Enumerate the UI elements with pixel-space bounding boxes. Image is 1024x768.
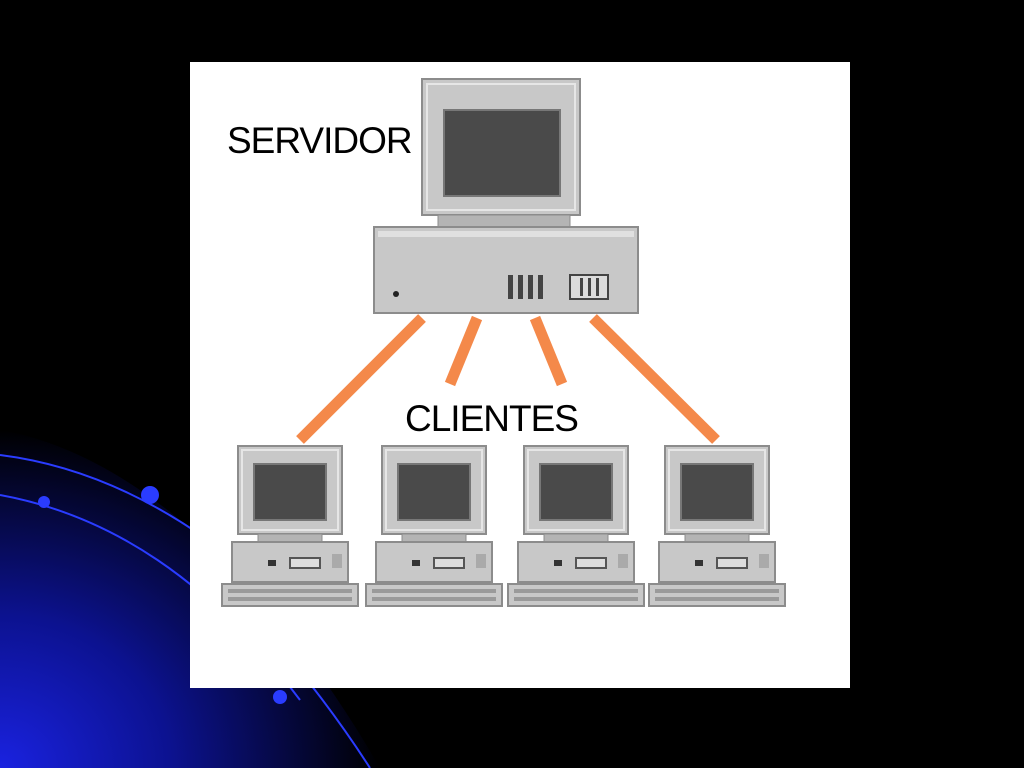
client-computer-icon (365, 445, 503, 607)
connection-line-2 (444, 315, 483, 387)
client-computer-icon (221, 445, 359, 607)
client-computer-icon (648, 445, 786, 607)
network-diagram (221, 78, 786, 607)
connection-line-1 (296, 314, 426, 444)
connection-line-3 (529, 315, 568, 387)
decor-dot-1 (141, 486, 159, 504)
decor-dot-3 (273, 690, 287, 704)
client-computer-icon (507, 445, 645, 607)
connections (296, 314, 720, 444)
server-computer-icon (373, 78, 639, 314)
diagram-panel: SERVIDOR CLIENTES (190, 62, 850, 688)
clients-label: CLIENTES (405, 398, 579, 439)
server-label: SERVIDOR (227, 120, 413, 161)
decor-dot-2 (38, 496, 50, 508)
connection-line-4 (589, 314, 720, 444)
